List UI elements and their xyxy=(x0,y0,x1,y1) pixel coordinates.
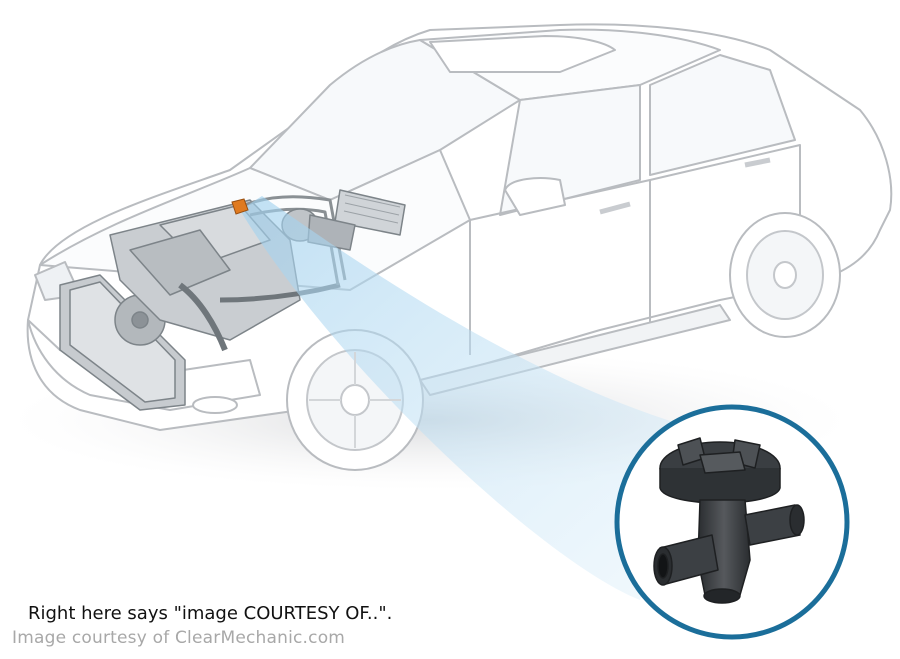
highlight-beam xyxy=(240,196,700,600)
heater-control-valve-icon xyxy=(653,437,805,604)
front-wheel-spokes xyxy=(309,352,401,448)
rear-wheel xyxy=(729,212,841,338)
highlight-marker-icon xyxy=(231,198,249,215)
engine-bay xyxy=(59,189,406,411)
annotation-caption: Right here says "image COURTESY OF..". xyxy=(28,603,393,624)
image-credit: Image courtesy of ClearMechanic.com xyxy=(12,628,346,648)
